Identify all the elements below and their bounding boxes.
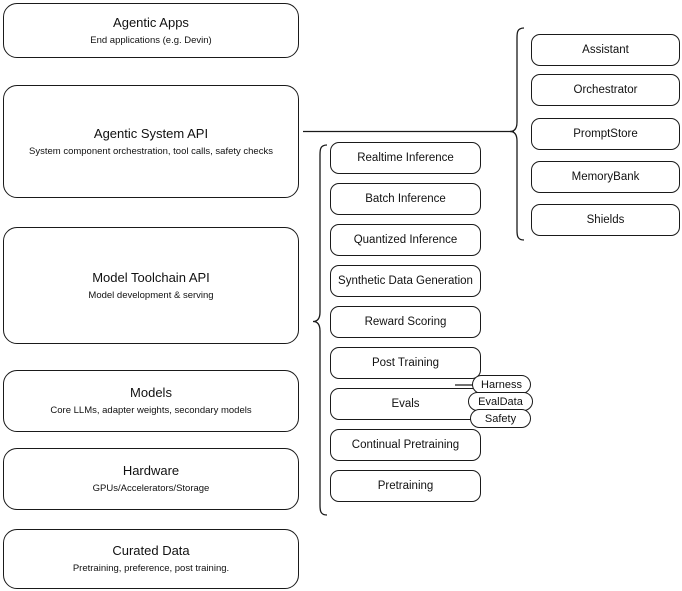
- layer-subtitle: Core LLMs, adapter weights, secondary mo…: [50, 405, 252, 416]
- layer-title: Curated Data: [112, 543, 190, 558]
- component-assistant[interactable]: Assistant: [531, 34, 680, 66]
- layer-title: Models: [130, 385, 172, 400]
- layer-title: Model Toolchain API: [92, 269, 210, 285]
- brace-system-components: [509, 27, 525, 241]
- eval-pill-safety[interactable]: Safety: [470, 409, 531, 428]
- capability-batch-inference[interactable]: Batch Inference: [330, 183, 481, 215]
- layer-title: Hardware: [122, 463, 180, 478]
- layer-model-toolchain-api[interactable]: Model Toolchain API Model development & …: [3, 227, 299, 344]
- capability-reward-scoring[interactable]: Reward Scoring: [330, 306, 481, 338]
- layer-title: Agentic System API: [93, 125, 209, 141]
- capability-continual-pretraining[interactable]: Continual Pretraining: [330, 429, 481, 461]
- capability-evals[interactable]: Evals: [330, 388, 481, 420]
- layer-subtitle: GPUs/Accelerators/Storage: [92, 483, 210, 494]
- capability-pretraining[interactable]: Pretraining: [330, 470, 481, 502]
- component-shields[interactable]: Shields: [531, 204, 680, 236]
- layer-subtitle: Model development & serving: [88, 289, 214, 301]
- capability-post-training[interactable]: Post Training: [330, 347, 481, 379]
- layer-hardware[interactable]: Hardware GPUs/Accelerators/Storage: [3, 448, 299, 510]
- layer-subtitle: System component orchestration, tool cal…: [29, 145, 273, 157]
- layer-agentic-apps[interactable]: Agentic Apps End applications (e.g. Devi…: [3, 3, 299, 58]
- component-orchestrator[interactable]: Orchestrator: [531, 74, 680, 106]
- capability-synthetic-data-generation[interactable]: Synthetic Data Generation: [330, 265, 481, 297]
- layer-models[interactable]: Models Core LLMs, adapter weights, secon…: [3, 370, 299, 432]
- brace-toolchain-capabilities: [312, 144, 328, 516]
- component-memorybank[interactable]: MemoryBank: [531, 161, 680, 193]
- layer-agentic-system-api[interactable]: Agentic System API System component orch…: [3, 85, 299, 198]
- layer-title: Agentic Apps: [113, 14, 189, 30]
- capability-realtime-inference[interactable]: Realtime Inference: [330, 142, 481, 174]
- layer-subtitle: Pretraining, preference, post training.: [72, 563, 230, 574]
- eval-pill-evaldata[interactable]: EvalData: [468, 392, 533, 411]
- layer-subtitle: End applications (e.g. Devin): [90, 34, 212, 46]
- layer-curated-data[interactable]: Curated Data Pretraining, preference, po…: [3, 529, 299, 589]
- eval-pill-harness[interactable]: Harness: [472, 375, 531, 394]
- capability-quantized-inference[interactable]: Quantized Inference: [330, 224, 481, 256]
- component-promptstore[interactable]: PromptStore: [531, 118, 680, 150]
